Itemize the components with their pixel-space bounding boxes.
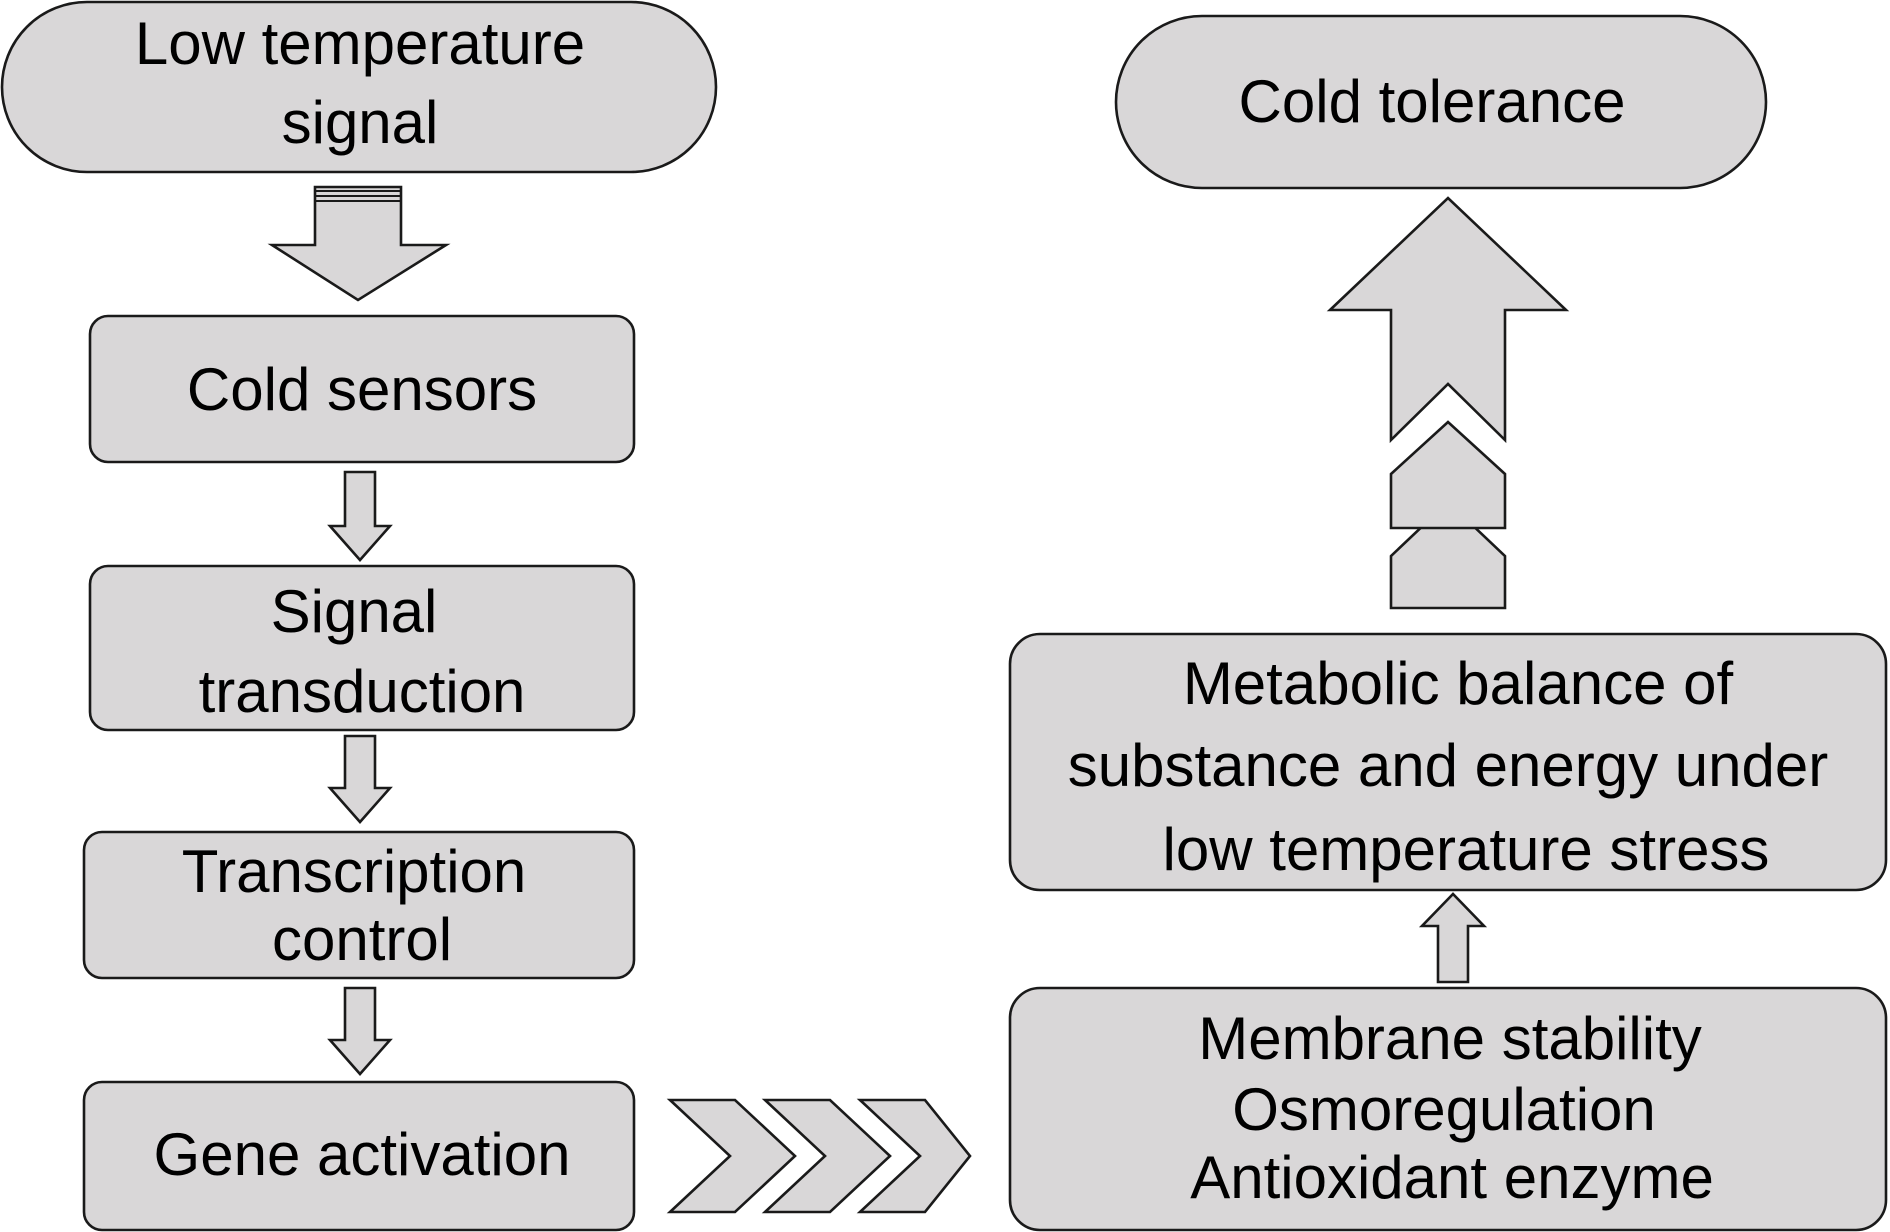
node-cold-tolerance: Cold tolerance [1114,14,1768,190]
node-cold-sensors: Cold sensors [88,314,636,464]
node-signal-transduction-line-2: transduction [199,658,526,725]
arrow-down-signal-to-sensors [267,185,451,302]
node-membrane-osmoregulation-antioxidant: Membrane stability Osmoregulation Antiox… [1008,986,1888,1232]
node-metabolic-line-3: low temperature stress [1163,816,1770,883]
node-low-temperature-signal-line-1: Low temperature [135,10,585,77]
node-metabolic-balance: Metabolic balance of substance and energ… [1008,632,1888,892]
node-signal-transduction: Signal transduction [88,564,636,732]
node-low-temperature-signal: Low temperature signal [0,0,718,174]
node-transcription-control-line-2: control [272,906,452,973]
arrow-down-transduction-to-transcription [327,734,393,824]
node-membrane-line-1: Membrane stability [1198,1005,1702,1072]
node-metabolic-line-1: Metabolic balance of [1183,650,1734,717]
arrow-down-sensors-to-transduction [327,470,393,562]
node-transcription-control-line-1: Transcription [182,838,527,905]
chevron-arrows-gene-to-membrane [666,1098,972,1214]
node-cold-tolerance-label: Cold tolerance [1239,68,1626,135]
node-low-temperature-signal-line-2: signal [282,89,439,156]
node-gene-activation: Gene activation [82,1080,636,1232]
node-membrane-line-3: Antioxidant enzyme [1190,1144,1714,1211]
node-signal-transduction-line-1: Signal [271,578,438,645]
node-cold-sensors-label: Cold sensors [187,356,537,423]
node-metabolic-line-2: substance and energy under [1068,732,1829,799]
chevron-up-arrow-metabolic-to-tolerance [1326,196,1570,610]
arrow-up-membrane-to-metabolic [1418,892,1488,984]
node-membrane-line-2: Osmoregulation [1232,1076,1656,1143]
node-transcription-control: Transcription control [82,830,636,980]
arrow-down-transcription-to-gene [327,986,393,1076]
node-gene-activation-label: Gene activation [154,1121,571,1188]
